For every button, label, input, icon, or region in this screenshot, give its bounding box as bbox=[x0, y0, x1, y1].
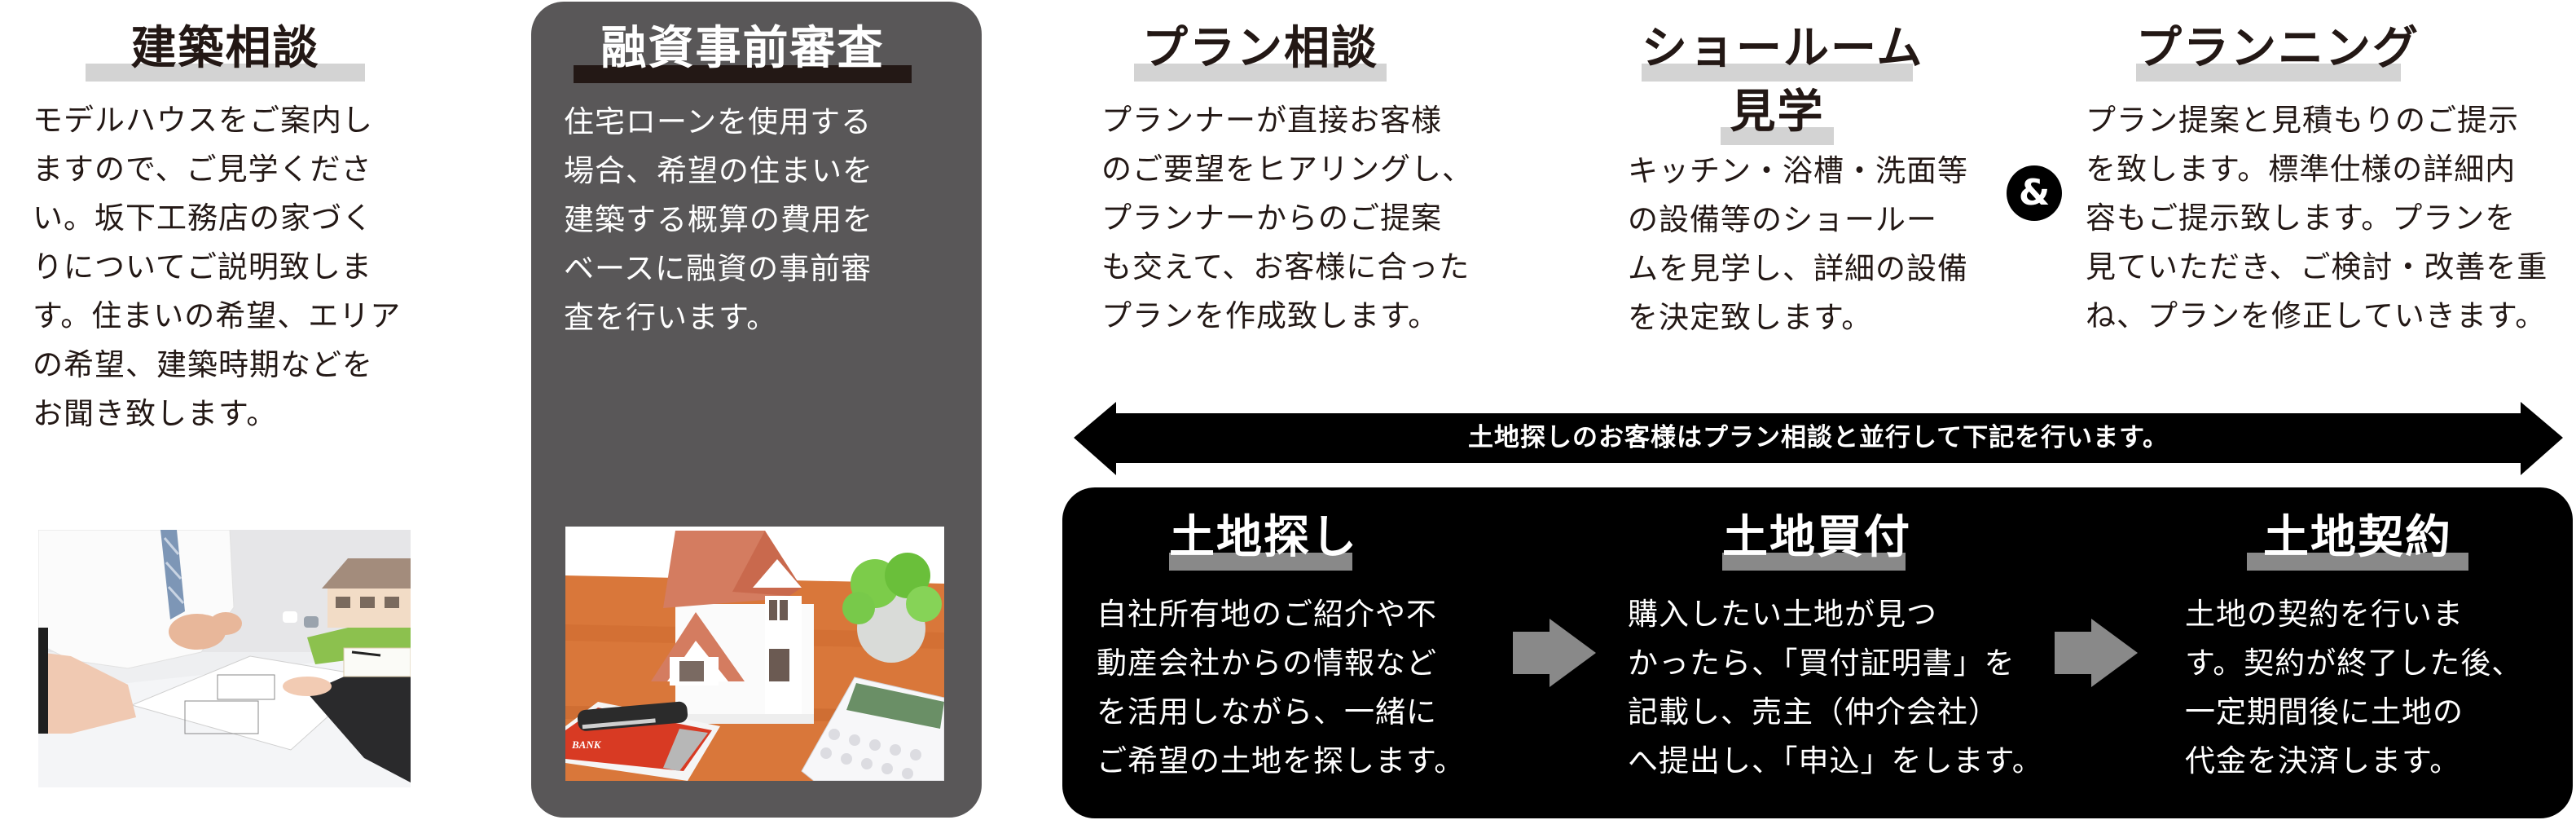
step-title-line-1: ショールーム bbox=[1642, 22, 1924, 75]
model-house-bankbook-calculator-photo: BANK bbox=[565, 527, 944, 781]
step-description: プランナーが直接お客様のご要望をヒアリングし、プランナーからのご提案も交えて、お… bbox=[1101, 96, 1473, 341]
description-line: キッチン・浴槽・洗面等 bbox=[1628, 153, 1968, 188]
step-description: キッチン・浴槽・洗面等の設備等のショールームを見学し、詳細の設備を決定致します。 bbox=[1628, 147, 1968, 342]
land-step-title: 土地探し bbox=[1169, 512, 1356, 571]
description-line: 場合、希望の住まいを bbox=[564, 153, 873, 188]
heading-underline bbox=[86, 64, 365, 82]
description-line: プラン提案と見積もりのご提示 bbox=[2086, 103, 2519, 138]
land-step-description: 購入したい土地が見つかったら、「買付証明書」を記載し、売主（仲介会社） へ提出し、… bbox=[1628, 590, 2043, 786]
step-title-text: プランニング bbox=[2136, 22, 2420, 75]
step-title: プラン相談 bbox=[1134, 22, 1387, 82]
description-line: かったら、「買付証明書」を bbox=[1628, 646, 2016, 681]
description-line: 動産会社からの情報など bbox=[1097, 646, 1437, 681]
description-line: 住宅ローンを使用する bbox=[564, 104, 873, 139]
description-line: い。坂下工務店の家づく bbox=[33, 201, 373, 236]
step-title-text: 融資事前審査 bbox=[600, 22, 885, 75]
description-line: 査を行います。 bbox=[564, 300, 778, 335]
description-line: プランナーからのご提案 bbox=[1101, 201, 1442, 236]
heading-underline bbox=[2247, 553, 2468, 571]
step-description: プラン提案と見積もりのご提示を致します。標準仕様の詳細内容もご提示致します。プラ… bbox=[2086, 96, 2547, 341]
step-yushi-jizen-shinsa: 融資事前審査 住宅ローンを使用する場合、希望の住まいを建築する概算の費用をベース… bbox=[531, 2, 982, 818]
description-line: を致します。標準仕様の詳細内 bbox=[2086, 152, 2517, 187]
land-step-description: 土地の契約を行います。契約が終了した後、一定期間後に土地の代金を決済します。 bbox=[2185, 590, 2522, 786]
description-line: ベースに融資の事前審 bbox=[564, 251, 873, 286]
step-title: ショールーム 見学 bbox=[1642, 22, 1924, 145]
description-line: ご希望の土地を探します。 bbox=[1097, 743, 1466, 778]
description-line: 自社所有地のご紹介や不 bbox=[1097, 597, 1437, 632]
description-line: へ提出し、「申込」をします。 bbox=[1628, 743, 2043, 778]
description-line: ムを見学し、詳細の設備 bbox=[1628, 251, 1968, 286]
heading-underline bbox=[1721, 127, 1834, 145]
description-line: プランを作成致します。 bbox=[1101, 298, 1440, 333]
description-line: のご要望をヒアリングし、 bbox=[1101, 152, 1473, 187]
description-line: 土地の契約を行いま bbox=[2185, 597, 2464, 632]
description-line: ますので、ご見学くださ bbox=[33, 152, 372, 187]
description-line: 容もご提示致します。プランを bbox=[2086, 201, 2517, 236]
parallel-process-banner-text: 土地探しのお客様はプラン相談と並行して下記を行います。 bbox=[1468, 423, 2169, 452]
heading-underline bbox=[1722, 553, 1906, 571]
heading-underline bbox=[1169, 553, 1352, 571]
description-line: モデルハウスをご案内し bbox=[33, 103, 373, 138]
description-line: お聞き致します。 bbox=[33, 396, 278, 431]
land-step-description: 自社所有地のご紹介や不動産会社からの情報などを活用しながら、一緒にご希望の土地を… bbox=[1097, 590, 1465, 786]
description-line: 建築する概算の費用を bbox=[564, 202, 873, 237]
step-title: 融資事前審査 bbox=[574, 22, 912, 83]
description-line: りについてご説明致しま bbox=[33, 249, 372, 284]
ampersand-connector-icon: & bbox=[2007, 165, 2062, 221]
heading-underline bbox=[2136, 64, 2401, 82]
step-title-line-2: 見学 bbox=[1730, 86, 1825, 139]
land-step-title: 土地契約 bbox=[2247, 511, 2468, 571]
step-description: 住宅ローンを使用する場合、希望の住まいを建築する概算の費用をベースに融資の事前審… bbox=[564, 98, 873, 342]
description-line: 購入したい土地が見つ bbox=[1628, 597, 1937, 632]
description-line: 見ていただき、ご検討・改善を重 bbox=[2086, 249, 2548, 284]
description-line: プランナーが直接お客様 bbox=[1101, 103, 1442, 138]
land-step-title: 土地買付 bbox=[1722, 512, 1910, 571]
flow-arrow-right-icon bbox=[2055, 619, 2138, 687]
description-line: も交えて、お客様に合った bbox=[1101, 249, 1470, 284]
description-line: 一定期間後に土地の bbox=[2185, 694, 2464, 730]
step-title-text: 建築相談 bbox=[130, 22, 320, 75]
consultation-meeting-photo bbox=[38, 530, 411, 787]
description-line: 代金を決済します。 bbox=[2185, 743, 2461, 778]
land-step-title-text: 土地買付 bbox=[1722, 511, 1911, 564]
description-line: 記載し、売主（仲介会社） bbox=[1628, 694, 1999, 730]
heading-underline bbox=[1642, 64, 1913, 82]
description-line: を活用しながら、一緒に bbox=[1097, 694, 1437, 730]
flow-arrow-right-icon bbox=[1513, 619, 1596, 687]
description-line: す。住まいの希望、エリア bbox=[33, 298, 402, 333]
step-title-text: プラン相談 bbox=[1142, 22, 1378, 75]
svg-text:BANK: BANK bbox=[571, 738, 602, 751]
heading-underline bbox=[1134, 64, 1387, 82]
heading-underline bbox=[574, 65, 912, 83]
description-line: ね、プランを修正していきます。 bbox=[2086, 298, 2547, 333]
description-line: の希望、建築時期などを bbox=[33, 347, 373, 382]
description-line: す。契約が終了した後、 bbox=[2185, 646, 2523, 681]
land-process-panel: 土地探し 自社所有地のご紹介や不動産会社からの情報などを活用しながら、一緒にご希… bbox=[1062, 487, 2573, 818]
double-headed-arrow-icon bbox=[1074, 402, 2563, 475]
description-line: の設備等のショールー bbox=[1628, 202, 1937, 237]
step-title: 建築相談 bbox=[86, 22, 365, 82]
land-step-title-text: 土地契約 bbox=[2263, 511, 2452, 564]
land-step-title-text: 土地探し bbox=[1169, 511, 1358, 564]
step-description: モデルハウスをご案内しますので、ご見学ください。坂下工務店の家づくりについてご説… bbox=[33, 96, 401, 439]
step-title: プランニング bbox=[2136, 23, 2418, 82]
description-line: を決定致します。 bbox=[1628, 300, 1873, 335]
